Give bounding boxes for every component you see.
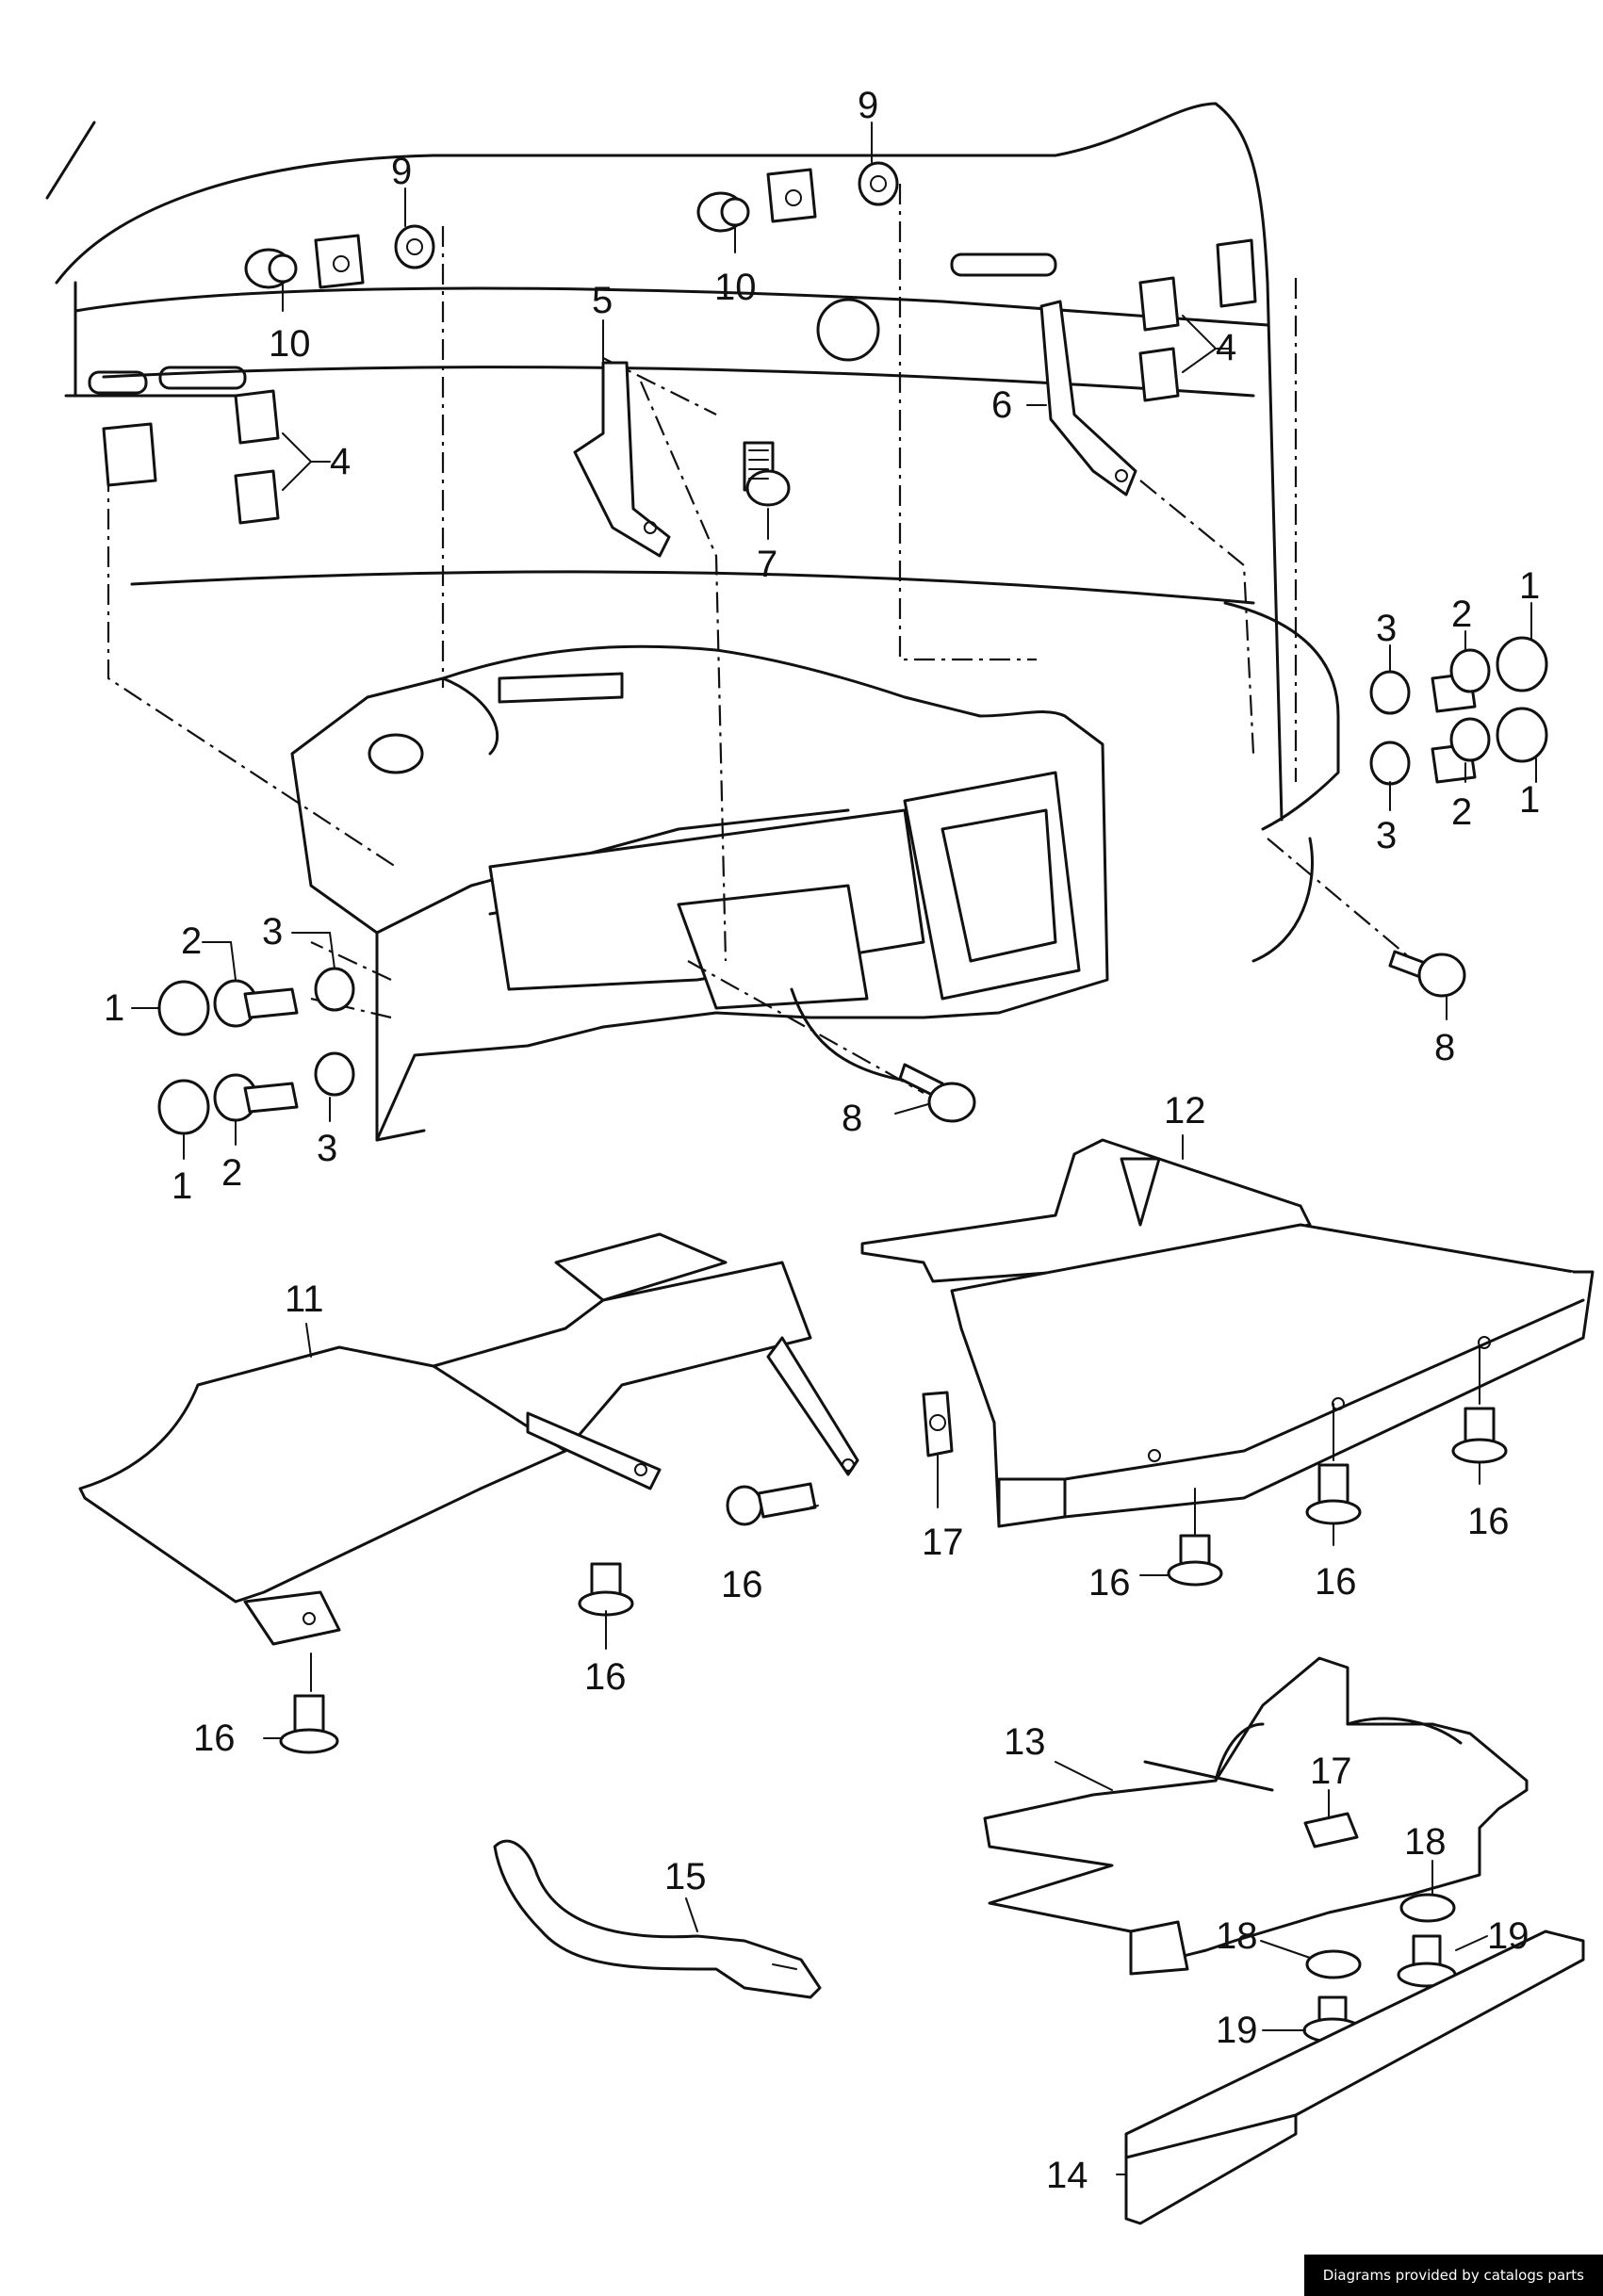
part-9-nut-left [394,224,435,269]
part-5-bracket [573,361,671,558]
callout-3-right-lower: 3 [1376,815,1397,856]
callout-3-left-lower: 3 [317,1128,337,1169]
part-clip-right [766,168,817,223]
callout-2-left-lower: 2 [221,1152,242,1194]
callout-7: 7 [757,544,777,585]
part-clip-left [314,234,365,289]
part-6-bracket [1039,300,1137,497]
part-clip-left-corner [102,422,157,487]
callout-9-left: 9 [391,151,412,192]
part-clip-upper-right [1216,238,1257,308]
part-16-screw-tray-right [1451,1407,1508,1464]
callout-19-lower: 19 [1216,2010,1258,2051]
callout-4-right: 4 [1216,327,1236,368]
callout-18-lower: 18 [1216,1915,1258,1957]
parts-1-2-3-right-upper [1369,636,1548,715]
part-19-screw-upper [1397,1934,1457,1988]
callout-16-tray-mid: 16 [1315,1561,1357,1603]
part-9-nut-right [858,161,899,206]
callout-16-tray-right: 16 [1467,1501,1510,1542]
callout-10-left: 10 [269,323,311,365]
part-14-trim-strip [1124,1930,1585,2225]
callout-11: 11 [285,1278,324,1320]
callout-2-right-upper: 2 [1451,594,1472,635]
callout-16-lid-left: 16 [193,1718,236,1759]
callout-5: 5 [592,280,613,321]
callout-9-right: 9 [858,85,878,126]
part-16-screw-tray-mid [1305,1463,1362,1525]
callout-8-right: 8 [1434,1027,1455,1068]
callout-1-left-lower: 1 [172,1165,192,1207]
callout-4-left: 4 [330,441,351,482]
part-18-washer-upper [1399,1893,1456,1923]
part-17-clip-nut [922,1391,954,1457]
callout-17-lid: 17 [922,1522,964,1563]
callout-10-right: 10 [714,267,757,308]
callout-3-left-upper: 3 [262,911,283,953]
callout-16-horizontal: 16 [721,1564,763,1605]
callout-labels: 9 10 9 10 5 4 4 6 7 3 2 1 3 2 1 8 8 2 3 … [104,85,1540,2196]
instrument-panel-carrier [290,644,1109,1142]
parts-1-2-3-right-lower [1369,707,1548,786]
part-4-clips-left [234,389,331,525]
dashboard-body-outline [45,102,1340,963]
callout-3-right-upper: 3 [1376,608,1397,649]
callout-8-center: 8 [842,1098,862,1139]
callout-1-left-upper: 1 [104,987,124,1029]
callout-2-left-upper: 2 [181,920,202,962]
part-16-screw-tray-left [1167,1534,1223,1587]
leader-lines [131,122,1537,2175]
parts-1-2-3-left-lower [157,1051,355,1135]
callout-1-right-lower: 1 [1519,779,1540,821]
callout-17-cover: 17 [1310,1750,1352,1792]
callout-2-right-lower: 2 [1451,791,1472,833]
callout-13: 13 [1004,1721,1046,1763]
callout-1-right-upper: 1 [1519,565,1540,607]
callout-12: 12 [1164,1090,1206,1132]
callout-16-tray-left: 16 [1088,1562,1131,1604]
callout-6: 6 [991,384,1012,426]
part-12-glovebox-tray [860,1138,1595,1528]
callout-16-lid-right: 16 [584,1656,627,1698]
callout-18-upper: 18 [1404,1821,1447,1863]
parts-1-2-3-left-upper [157,967,355,1036]
part-13-lower-cover [983,1656,1529,1976]
part-10-bushing-left [244,248,298,289]
part-10-bushing-right [696,191,750,233]
part-15-strap [493,1839,822,1999]
part-8-screw-center [898,1063,976,1123]
part-4-clips-right [1138,276,1231,402]
part-8-screw-right [1388,950,1466,998]
part-16-screw-horizontal [726,1482,817,1526]
part-16-screw-lid-right [578,1562,634,1617]
credit-banner: Diagrams provided by catalogs parts [1303,2255,1603,2296]
part-11-glovebox-lid [78,1232,859,1646]
callout-19-upper: 19 [1487,1915,1529,1957]
part-16-screw-lid-left [279,1694,339,1754]
callout-15: 15 [664,1856,707,1897]
part-18-washer-lower [1305,1949,1362,1979]
part-7-screw [743,441,791,507]
callout-14: 14 [1046,2155,1088,2196]
